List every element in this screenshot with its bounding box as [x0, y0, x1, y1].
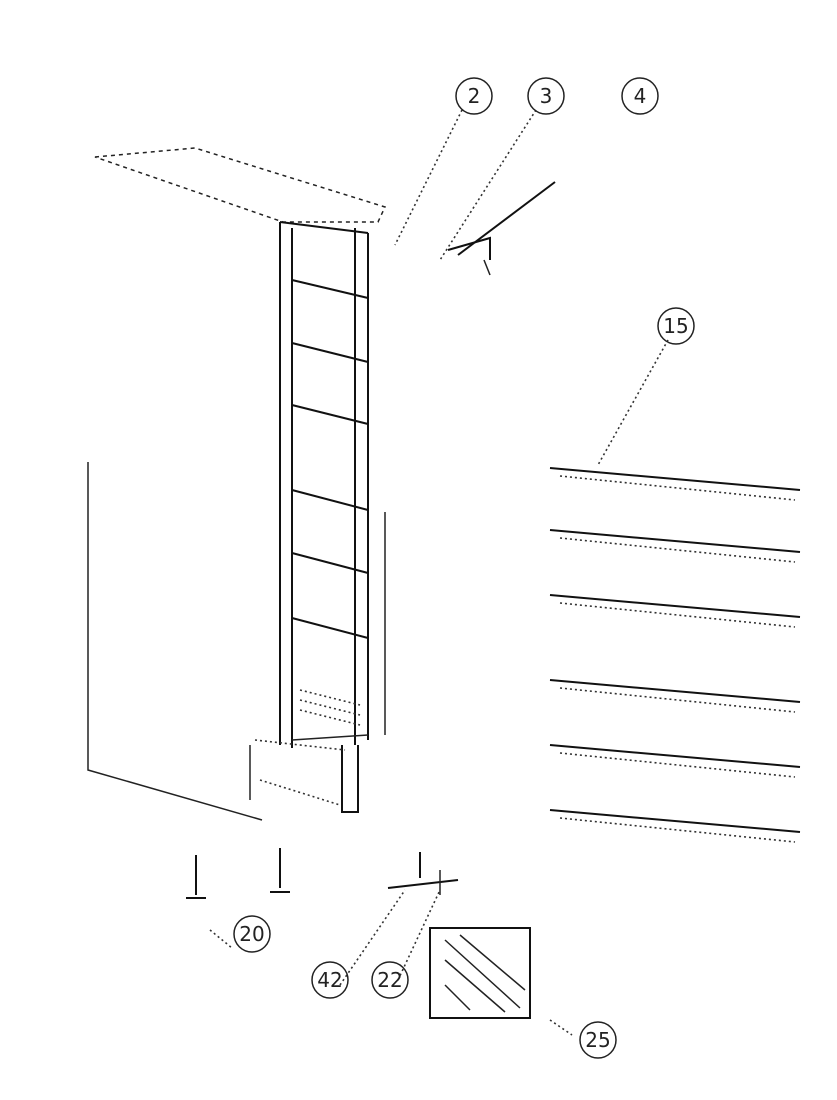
callout-42: 42	[311, 961, 349, 999]
callout-25: 25	[579, 1021, 617, 1059]
cabinet-side-outline	[87, 462, 386, 821]
ladder-rungs	[291, 279, 369, 726]
callout-3: 3	[527, 77, 565, 115]
callout-20-label: 20	[239, 922, 264, 946]
small-bracket	[387, 852, 459, 895]
vent-grille	[429, 927, 531, 1019]
wire-shelf	[549, 467, 801, 501]
hinge-bracket	[447, 181, 556, 276]
callout-22-label: 22	[377, 968, 402, 992]
callout-25-label: 25	[585, 1028, 610, 1052]
callout-2: 2	[455, 77, 493, 115]
leader-lines	[209, 109, 669, 1036]
wire-shelf	[549, 594, 801, 628]
ladder-frame	[249, 221, 369, 813]
callout-42-label: 42	[317, 968, 342, 992]
wire-shelf	[549, 529, 801, 563]
leveling-feet	[186, 848, 290, 899]
wire-shelves	[549, 467, 801, 843]
callout-2-label: 2	[468, 84, 481, 108]
top-panel	[94, 147, 387, 223]
callout-4-label: 4	[634, 84, 647, 108]
callout-3-label: 3	[540, 84, 553, 108]
callout-22: 22	[371, 961, 409, 999]
callout-15-label: 15	[663, 314, 688, 338]
callout-15: 15	[657, 307, 695, 345]
wire-shelf	[549, 679, 801, 713]
callout-20: 20	[233, 915, 271, 953]
wire-shelf	[549, 809, 801, 843]
callout-4: 4	[621, 77, 659, 115]
wire-shelf	[549, 744, 801, 778]
